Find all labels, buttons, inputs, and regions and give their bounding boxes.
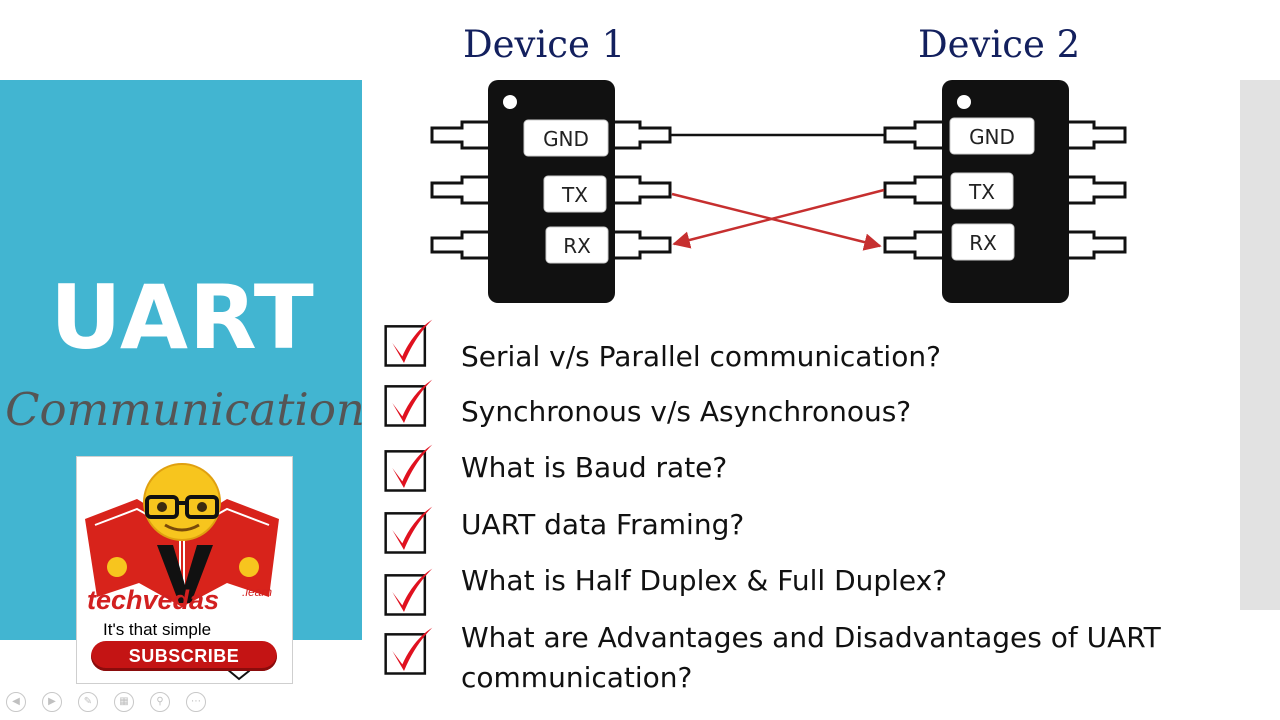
d2-pin-left-2 (883, 175, 946, 205)
pen-icon[interactable]: ✎ (78, 692, 98, 712)
d1-rx-label-box (545, 226, 609, 264)
device-1-pins (430, 120, 672, 260)
d1-pin-left-3 (430, 230, 492, 260)
d2-pin-left-1 (883, 120, 946, 150)
d2-pin-right-3 (1064, 230, 1127, 260)
checkbox-checked-icon (384, 506, 433, 554)
d2-pin-left-3 (883, 230, 946, 260)
d2-gnd-label-box (949, 117, 1035, 155)
tx1-to-rx2-wire (671, 192, 882, 251)
d1-rx-label: RX (563, 234, 591, 258)
device-1-title: Device 1 (463, 23, 626, 66)
device-2-title: Device 2 (918, 23, 1081, 66)
logo-brand: techvedas (87, 585, 220, 615)
right-gray-bar (1240, 80, 1280, 610)
checkbox-checked-icon (384, 319, 433, 367)
d2-gnd-label: GND (969, 125, 1015, 149)
device-1-labels: GND TX RX (523, 119, 609, 264)
more-icon[interactable]: ⋯ (186, 692, 206, 712)
device-2-pins (883, 120, 1127, 260)
d1-gnd-label: GND (543, 127, 589, 151)
checklist-item-text: What are Advantages and Disadvantages of… (461, 621, 1161, 654)
d1-tx-label: TX (561, 183, 588, 207)
logo-tagline: It's that simple (103, 620, 212, 639)
d2-pin-right-2 (1064, 175, 1127, 205)
glasses-icon (145, 495, 179, 519)
v-letter-icon (157, 545, 213, 603)
checklist-item-text: What is Half Duplex & Full Duplex? (461, 564, 948, 597)
slide-subtitle: Communication (5, 383, 365, 436)
d1-tx-label-box (543, 175, 607, 213)
checklist-item-text-continued: communication? (461, 661, 693, 694)
d2-rx-label: RX (969, 231, 997, 255)
slides-icon[interactable]: ▦ (114, 692, 134, 712)
checklist-item-text: Serial v/s Parallel communication? (461, 340, 941, 373)
d1-pin-left-1 (430, 120, 492, 150)
prev-icon[interactable]: ◀ (6, 692, 26, 712)
d1-pin-right-1 (610, 120, 672, 150)
d1-pin-right-3 (610, 230, 672, 260)
d1-pin-left-2 (430, 175, 492, 205)
d1-gnd-label-box (523, 119, 609, 157)
d2-pin-right-1 (1064, 120, 1127, 150)
checkbox-checked-icon (384, 379, 433, 427)
device-2-pin1-dot (957, 95, 971, 109)
d2-tx-label-box (950, 172, 1014, 210)
checkbox-checked-icon (384, 568, 433, 616)
checklist-item-text: UART data Framing? (461, 508, 745, 541)
checkbox-checked-icon (384, 444, 433, 492)
checklist-item-text: What is Baud rate? (461, 451, 728, 484)
checklist-item-text: Synchronous v/s Asynchronous? (461, 395, 912, 428)
d2-tx-label: TX (968, 180, 995, 204)
tx2-to-rx1-wire (672, 188, 885, 249)
zoom-icon[interactable]: ⚲ (150, 692, 170, 712)
logo-graphic (85, 463, 279, 681)
d2-rx-label-box (951, 223, 1015, 261)
checkbox-checked-icon (384, 627, 433, 675)
subscribe-button[interactable]: SUBSCRIBE (91, 641, 277, 671)
slide-title: UART (50, 266, 315, 369)
device-1-pin1-dot (503, 95, 517, 109)
channel-logo[interactable]: techvedas .learn It's that simple SUBSCR… (76, 456, 293, 684)
next-icon[interactable]: ▶ (42, 692, 62, 712)
device-2-labels: GND TX RX (949, 117, 1035, 261)
logo-brand-sup: .learn (242, 585, 273, 599)
d1-pin-right-2 (610, 175, 672, 205)
